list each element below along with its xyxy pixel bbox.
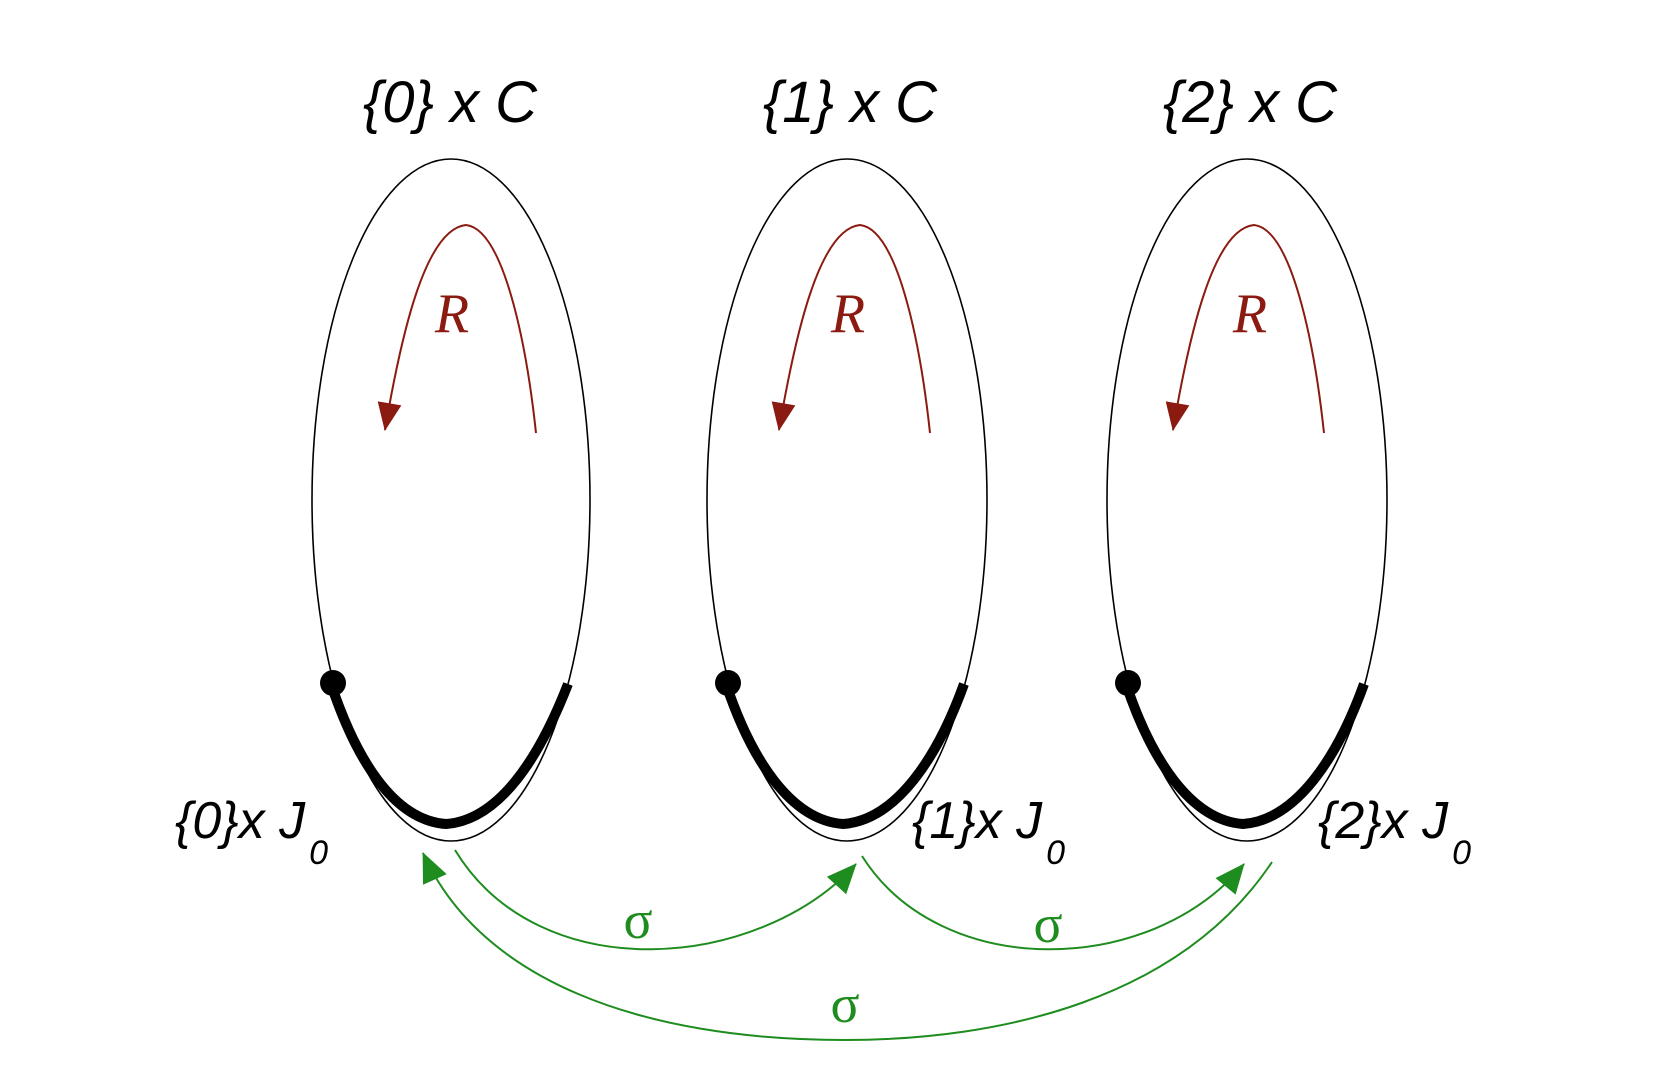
circle-group-0: {0} x C R {0}x J0	[175, 70, 591, 872]
rotation-arrow-1	[771, 223, 931, 434]
interval-label-1: {1}x J0	[912, 792, 1065, 872]
circle-2	[1106, 158, 1388, 842]
shift-arrow-0-to-1	[454, 849, 857, 951]
shift-label-2-to-0: σ	[830, 974, 859, 1034]
interval-label-2: {2}x J0	[1318, 792, 1471, 872]
interval-endpoint-dot-1	[715, 670, 741, 696]
interval-j0-arc-2	[1121, 682, 1369, 830]
shift-arrow-1-to-2	[861, 855, 1245, 951]
rotation-label-2: R	[1232, 283, 1267, 345]
shift-label-1-to-2: σ	[1033, 894, 1062, 954]
shift-map-0-to-1: σ	[454, 849, 857, 951]
shift-label-0-to-1: σ	[623, 890, 652, 950]
circle-group-1: {1} x C R {1}x J0	[706, 70, 1065, 872]
interval-endpoint-dot-0	[320, 670, 346, 696]
interval-label-0: {0}x J0	[175, 792, 328, 872]
circle-group-2: {2} x C R {2}x J0	[1106, 70, 1471, 872]
circle-0	[311, 158, 591, 842]
interval-j0-arc-1	[721, 682, 969, 830]
rotation-arrow-0	[377, 223, 537, 434]
shift-arrow-2-to-0	[422, 852, 1273, 1042]
rotation-arrow-2	[1165, 223, 1325, 434]
circle-1-label: {1} x C	[763, 70, 938, 135]
shift-map-1-to-2: σ	[861, 855, 1245, 954]
shift-map-2-to-0: σ	[422, 852, 1273, 1042]
circle-2-label: {2} x C	[1163, 70, 1338, 135]
interval-endpoint-dot-2	[1115, 670, 1141, 696]
interval-j0-arc-0	[326, 682, 573, 830]
rotation-label-1: R	[830, 283, 865, 345]
circle-0-label: {0} x C	[363, 70, 538, 135]
rotation-label-0: R	[434, 283, 469, 345]
circle-1	[706, 158, 988, 842]
